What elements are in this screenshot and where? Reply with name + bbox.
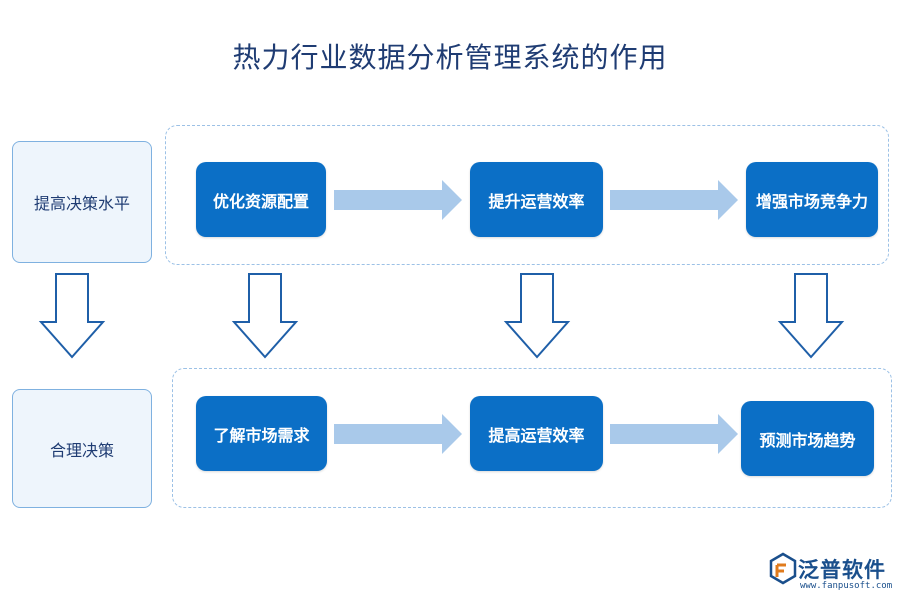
right-arrow-icon bbox=[334, 180, 462, 220]
brand-logo: 泛普软件 www.fanpusoft.com bbox=[768, 548, 898, 594]
right-arrow-icon bbox=[610, 180, 738, 220]
diagram-title: 热力行业数据分析管理系统的作用 bbox=[232, 41, 668, 74]
node-label: 预测市场趋势 bbox=[759, 430, 856, 450]
logo-name: 泛普软件 bbox=[798, 558, 886, 582]
node-understand-demand: 了解市场需求 bbox=[196, 396, 327, 471]
node-label: 提升运营效率 bbox=[488, 191, 585, 211]
down-arrow-icon bbox=[777, 273, 845, 359]
logo-mark-icon bbox=[769, 552, 797, 585]
node-label: 提高运营效率 bbox=[488, 425, 585, 445]
down-arrow-icon bbox=[503, 273, 571, 359]
node-label: 了解市场需求 bbox=[213, 425, 310, 445]
node-label: 增强市场竞争力 bbox=[755, 191, 868, 211]
right-arrow-icon bbox=[610, 414, 738, 454]
side-label-decision-level: 提高决策水平 bbox=[12, 141, 152, 263]
right-arrow-icon bbox=[334, 414, 462, 454]
down-arrow-icon bbox=[38, 273, 106, 359]
side-label-text: 提高决策水平 bbox=[33, 194, 130, 213]
node-predict-trends: 预测市场趋势 bbox=[741, 401, 874, 476]
down-arrow-icon bbox=[231, 273, 299, 359]
logo-url: www.fanpusoft.com bbox=[800, 581, 893, 591]
side-label-rational-decision: 合理决策 bbox=[12, 389, 152, 508]
node-optimize-resources: 优化资源配置 bbox=[196, 162, 326, 237]
node-raise-efficiency: 提高运营效率 bbox=[470, 396, 603, 471]
side-label-text: 合理决策 bbox=[49, 440, 114, 460]
node-enhance-competitiveness: 增强市场竞争力 bbox=[746, 162, 878, 237]
node-label: 优化资源配置 bbox=[212, 191, 309, 211]
node-improve-efficiency: 提升运营效率 bbox=[470, 162, 603, 237]
